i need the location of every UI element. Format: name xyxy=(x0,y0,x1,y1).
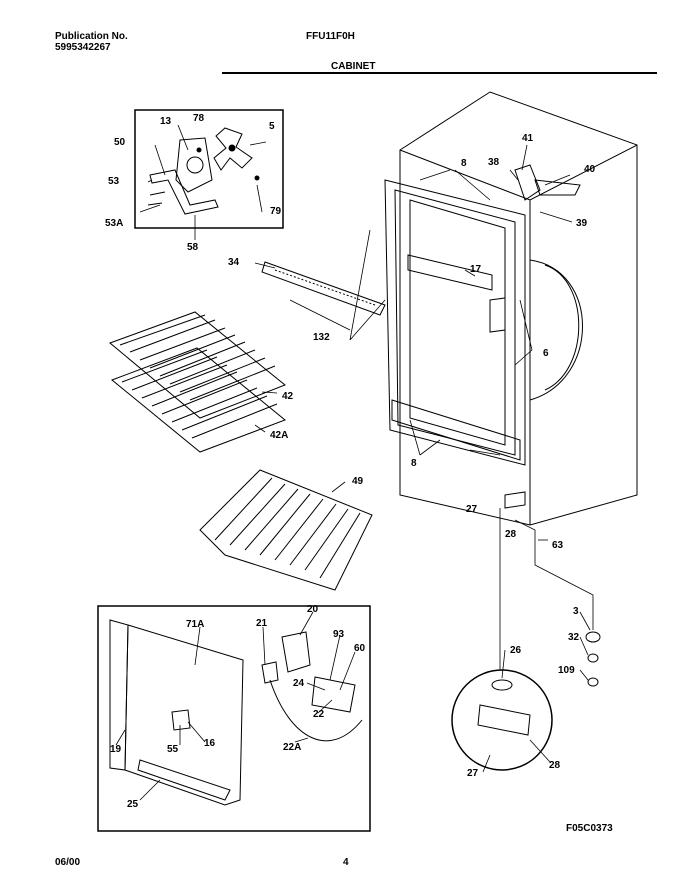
part-label: 27 xyxy=(467,768,479,779)
part-label: 21 xyxy=(256,618,268,629)
part-label: 22 xyxy=(313,709,325,720)
part-label: 26 xyxy=(510,645,522,656)
part-label: 39 xyxy=(576,218,588,229)
footer-date: 06/00 xyxy=(55,857,81,868)
part-label: 41 xyxy=(522,133,534,144)
hinge-detail-parts xyxy=(477,679,531,736)
part-label: 93 xyxy=(333,629,345,640)
control-panel-assembly xyxy=(109,619,363,806)
part-label: 34 xyxy=(228,257,240,268)
leader-lines xyxy=(115,124,594,801)
part-label: 28 xyxy=(505,529,517,540)
part-label: 20 xyxy=(307,604,319,615)
part-label: 28 xyxy=(549,760,561,771)
part-label: 63 xyxy=(552,540,564,551)
drawing-code: F05C0373 xyxy=(566,823,613,834)
part-label: 42A xyxy=(270,430,288,441)
control-inset-box xyxy=(97,605,371,832)
part-label: 53 xyxy=(108,176,120,187)
part-label: 53A xyxy=(105,218,123,229)
page-number: 4 xyxy=(343,857,349,868)
part-label: 50 xyxy=(114,137,126,148)
wire-shelf-42 xyxy=(109,311,286,419)
publication-number: 5995342267 xyxy=(55,42,111,53)
part-label: 58 xyxy=(187,242,199,253)
part-label: 22A xyxy=(283,742,301,753)
part-label: 78 xyxy=(193,113,205,124)
part-label: 19 xyxy=(110,744,122,755)
part-label: 49 xyxy=(352,476,364,487)
part-label: 55 xyxy=(167,744,179,755)
part-label: 16 xyxy=(204,738,216,749)
part-label: 27 xyxy=(466,504,478,515)
part-label: 79 xyxy=(270,206,282,217)
fan-inset-box xyxy=(134,109,284,229)
publication-label: Publication No. xyxy=(55,31,128,42)
part-label: 132 xyxy=(313,332,330,343)
part-label: 60 xyxy=(354,643,366,654)
part-label: 24 xyxy=(293,678,305,689)
part-label: 38 xyxy=(488,157,500,168)
cabinet-body xyxy=(384,91,638,526)
breaker-strip-34 xyxy=(261,261,386,316)
part-label: 8 xyxy=(411,458,417,469)
hinge-detail-circle xyxy=(451,669,553,771)
part-label: 42 xyxy=(282,391,294,402)
part-label: 40 xyxy=(584,164,596,175)
section-title: CABINET xyxy=(331,61,376,72)
part-label: 5 xyxy=(269,121,275,132)
wire-shelf-42a xyxy=(111,347,286,453)
part-label: 25 xyxy=(127,799,139,810)
part-label: 71A xyxy=(186,619,204,630)
basket-49 xyxy=(199,469,373,591)
part-label: 6 xyxy=(543,348,549,359)
part-label: 8 xyxy=(461,158,467,169)
fan-motor-assembly xyxy=(147,127,260,215)
part-label: 3 xyxy=(573,606,579,617)
leveling-leg-parts xyxy=(585,631,601,687)
part-label: 109 xyxy=(558,665,575,676)
part-label: 13 xyxy=(160,116,172,127)
part-label: 17 xyxy=(470,264,482,275)
part-label: 32 xyxy=(568,632,580,643)
model-number: FFU11F0H xyxy=(306,31,355,42)
